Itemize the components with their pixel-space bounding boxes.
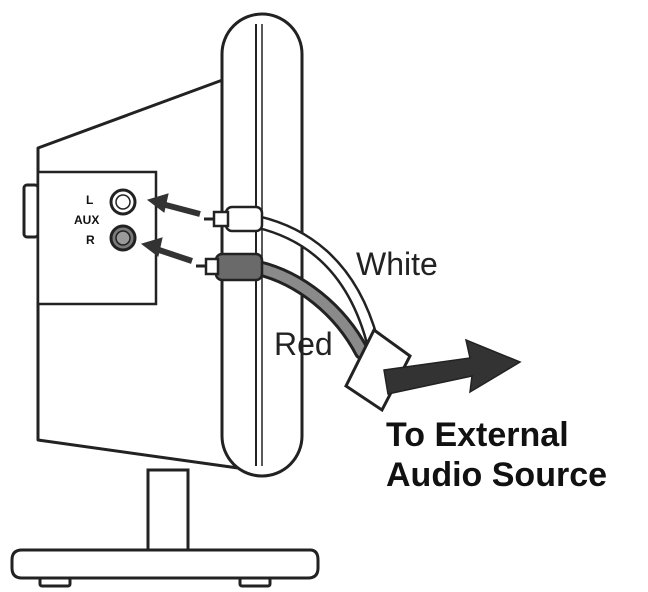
insert-arrows xyxy=(140,193,201,264)
rca-cables xyxy=(250,215,379,360)
jack-left-white xyxy=(109,188,137,216)
red-cable-label: Red xyxy=(274,326,333,362)
destination-line-1: To External xyxy=(386,416,569,454)
aux-jack-panel xyxy=(36,170,158,306)
jack-label-right: R xyxy=(86,233,95,247)
white-cable-label: White xyxy=(356,246,438,282)
destination-line-2: Audio Source xyxy=(386,456,608,494)
jack-label-left: L xyxy=(86,193,94,207)
speaker-stand xyxy=(10,468,320,588)
cable-end-connector xyxy=(344,327,412,413)
speaker-front-panel xyxy=(220,12,304,478)
rca-plug-red xyxy=(196,252,264,282)
external-source-arrow xyxy=(383,338,522,395)
jack-right-red xyxy=(109,224,137,252)
jack-label-aux: AUX xyxy=(74,213,100,227)
rca-plug-white xyxy=(204,205,264,233)
